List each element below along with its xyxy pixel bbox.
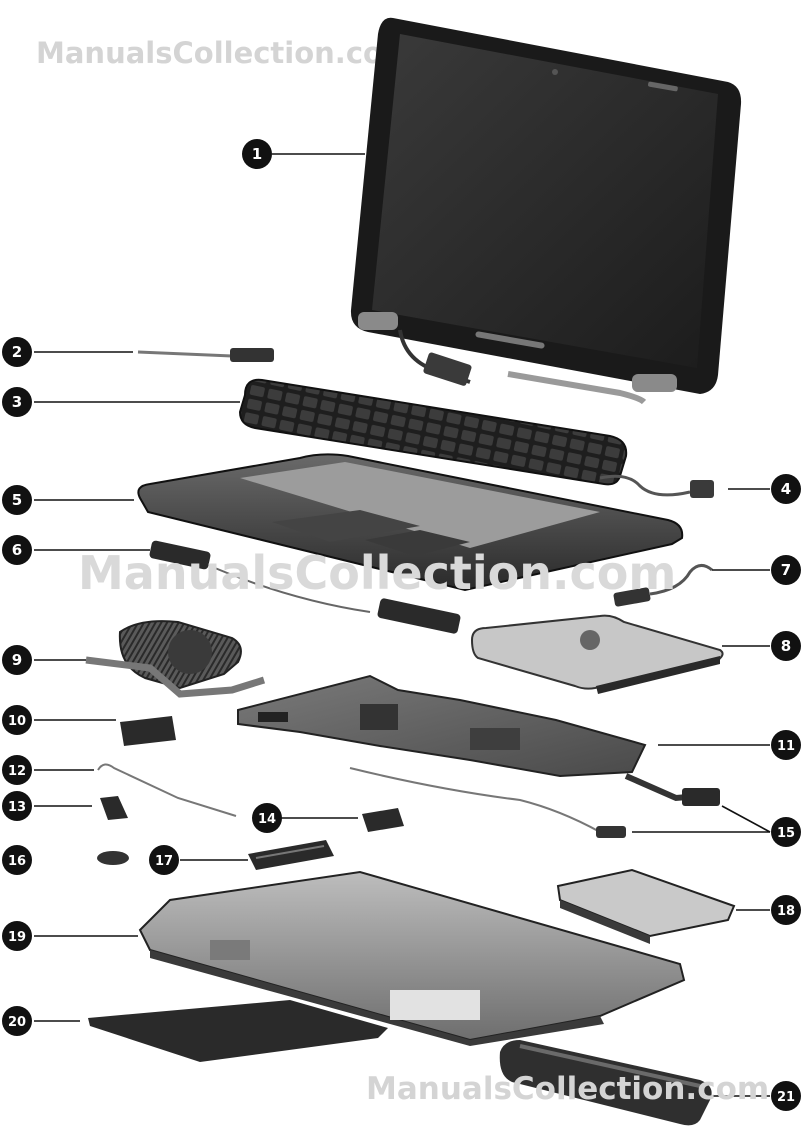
watermark-bottom: ManualsCollection.com	[366, 1071, 769, 1107]
callout-12: 12	[2, 755, 32, 785]
callout-11: 11	[771, 730, 801, 760]
callout-2: 2	[2, 337, 32, 367]
callout-16: 16	[2, 845, 32, 875]
callout-number: 16	[8, 854, 26, 869]
callout-number: 17	[155, 854, 173, 869]
cable-part-2	[138, 348, 274, 362]
module-part-14	[362, 808, 404, 832]
callout-number: 18	[777, 904, 795, 919]
callout-18: 18	[771, 895, 801, 925]
callout-7: 7	[771, 555, 801, 585]
callout-number: 6	[12, 541, 22, 559]
memory-module	[248, 840, 334, 870]
callout-number: 11	[777, 739, 795, 754]
thermal-module	[86, 621, 264, 694]
callout-number: 5	[12, 491, 22, 509]
callout-1: 1	[242, 139, 272, 169]
callout-number: 3	[12, 393, 22, 411]
callout-6: 6	[2, 535, 32, 565]
rtc-battery	[97, 851, 129, 865]
callout-number: 10	[8, 714, 26, 729]
callout-10: 10	[2, 705, 32, 735]
power-connector-cable	[350, 768, 720, 838]
callout-number: 4	[781, 480, 791, 498]
bracket-part-13	[100, 796, 128, 820]
callout-19: 19	[2, 921, 32, 951]
callout-number: 14	[258, 812, 276, 827]
callout-9: 9	[2, 645, 32, 675]
hard-drive	[558, 870, 734, 944]
callout-4: 4	[771, 474, 801, 504]
system-board	[238, 676, 645, 776]
callout-number: 19	[8, 930, 26, 945]
callout-number: 9	[12, 651, 22, 669]
callout-14: 14	[252, 803, 282, 833]
callout-number: 21	[777, 1090, 795, 1105]
callout-13: 13	[2, 791, 32, 821]
callout-number: 7	[781, 561, 791, 579]
callout-number: 12	[8, 764, 26, 779]
callout-number: 1	[252, 145, 262, 163]
processor-chip	[120, 716, 176, 746]
callout-number: 15	[777, 826, 795, 841]
callout-15: 15	[771, 817, 801, 847]
callout-number: 20	[8, 1015, 26, 1030]
optical-drive	[472, 616, 723, 694]
callout-number: 8	[781, 637, 791, 655]
watermark-middle: ManualsCollection.com	[78, 546, 676, 600]
callout-8: 8	[771, 631, 801, 661]
callout-17: 17	[149, 845, 179, 875]
callout-number: 13	[8, 800, 26, 815]
callout-3: 3	[2, 387, 32, 417]
callout-5: 5	[2, 485, 32, 515]
callout-20: 20	[2, 1006, 32, 1036]
callout-number: 2	[12, 343, 22, 361]
callout-21: 21	[771, 1081, 801, 1111]
display-assembly	[351, 18, 741, 402]
